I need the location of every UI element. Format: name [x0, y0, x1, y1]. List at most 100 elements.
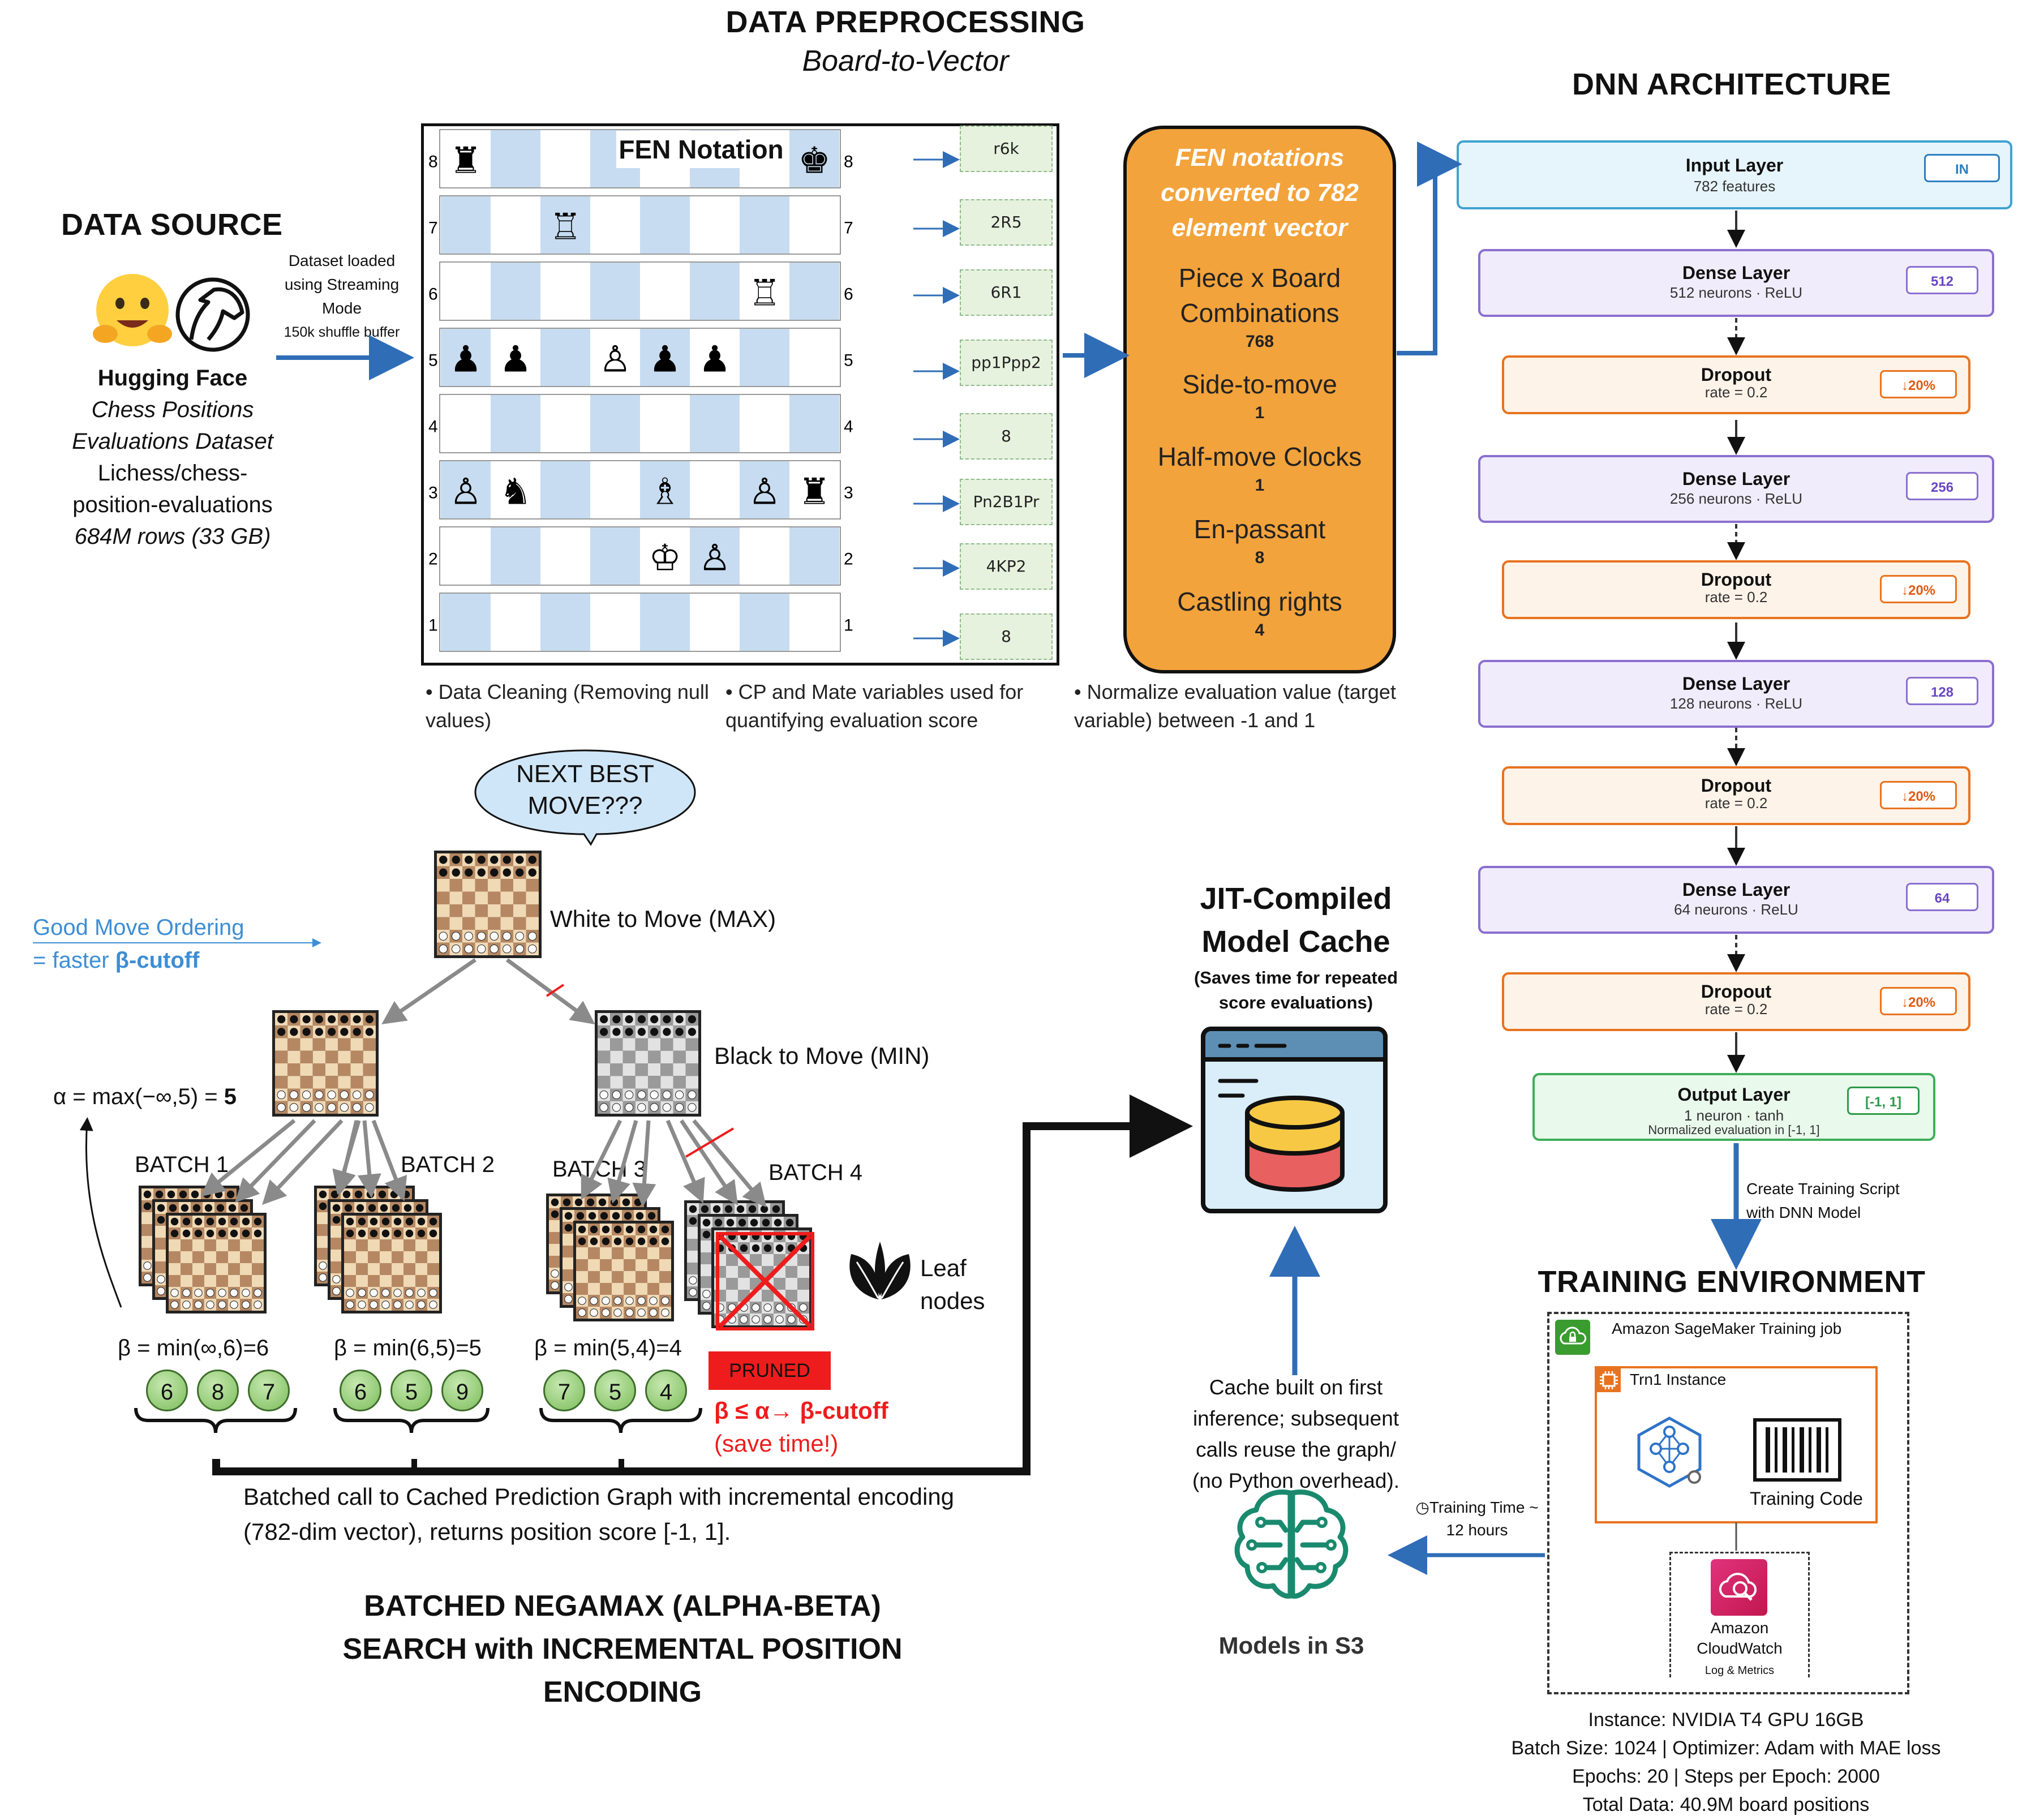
- horse-icon: [175, 277, 250, 352]
- layer-title: Dropout: [1701, 364, 1772, 385]
- layer-badge: ↓20%: [1880, 575, 1957, 603]
- chip-icon: [1597, 1368, 1621, 1392]
- chess-piece: ♟: [649, 339, 681, 380]
- board-square-dark: [540, 329, 590, 386]
- leaf-nodes-label: Leaf nodes: [920, 1255, 985, 1314]
- cut-mark: [685, 1127, 735, 1158]
- batch-board-1: [139, 1186, 239, 1286]
- layer-subtitle: 256 neurons · ReLU: [1669, 490, 1803, 507]
- alpha-label: α = max(−∞,5) = 5: [53, 1084, 237, 1109]
- layer-badge: 64: [1906, 883, 1978, 911]
- rank-label: 6: [428, 285, 438, 304]
- layer-subtitle: rate = 0.2: [1704, 589, 1768, 606]
- score-brace: [134, 1407, 297, 1433]
- output-layer: Output Layer 1 neuron · tanh Normalized …: [1532, 1073, 1935, 1141]
- pruned-batch-board: [698, 1214, 798, 1315]
- neural-network-icon: [1632, 1415, 1707, 1491]
- trn1-instance-box: Trn1 Instance Training Code: [1595, 1366, 1878, 1523]
- vector-item-side-to-move: Side-to-move 1: [1182, 370, 1337, 422]
- leaf-score-circle: 4: [645, 1370, 687, 1411]
- board-square-dark: [491, 527, 540, 585]
- bullet-data-cleaning: • Data Cleaning (Removing null values): [426, 680, 709, 732]
- layer-subtitle: rate = 0.2: [1704, 795, 1768, 812]
- beta-2-label: β = min(6,5)=5: [334, 1336, 482, 1360]
- board-square-dark: [540, 594, 590, 651]
- alpha-propagation-arrow: [79, 1117, 122, 1308]
- chess-piece: ♟: [449, 339, 482, 380]
- leaf-score-circle: 8: [197, 1370, 239, 1411]
- dnn-title: DNN ARCHITECTURE: [1572, 67, 1891, 101]
- next-move-bubble: NEXT BEST MOVE???: [472, 746, 698, 849]
- vector-box-title: FEN notations converted to 782 element v…: [1161, 144, 1359, 242]
- board-square-dark: [540, 196, 590, 254]
- cloud-lock-icon: [1555, 1320, 1590, 1355]
- pruned-badge: PRUNED: [709, 1351, 831, 1390]
- fen-string-label: pp1Ppp2: [960, 340, 1053, 386]
- leaf-score-circle: 6: [146, 1370, 188, 1411]
- fen-string-label: r6k: [960, 126, 1053, 172]
- hugging-face-icon: [93, 274, 172, 346]
- chess-piece: ♖: [748, 273, 780, 314]
- layer-title: Dropout: [1701, 569, 1772, 590]
- trn1-label: Trn1 Instance: [1630, 1371, 1727, 1388]
- rank-label: 7: [428, 219, 438, 238]
- score-brace: [539, 1407, 702, 1433]
- clock-icon: ◷: [1415, 1498, 1429, 1517]
- rank-label: 6: [844, 285, 853, 304]
- batch-1-label: BATCH 1: [135, 1152, 229, 1177]
- rank-label: 1: [844, 616, 853, 635]
- layer-title: Dense Layer: [1682, 879, 1791, 900]
- log-metrics-label: Log & Metrics: [1671, 1664, 1808, 1677]
- board-square-dark: [491, 130, 540, 187]
- chess-piece: ♜: [449, 140, 482, 181]
- rank-label: 8: [428, 153, 438, 171]
- vector-item-castling: Castling rights 4: [1177, 587, 1342, 639]
- rank-label: 2: [844, 550, 853, 569]
- vector-item-half-move: Half-move Clocks 1: [1157, 442, 1362, 495]
- batch-board-3: [546, 1194, 647, 1294]
- batch-board-3: [560, 1207, 660, 1308]
- score-brace: [333, 1407, 490, 1433]
- training-script-label: Create Training Script with DNN Model: [1746, 1180, 1900, 1221]
- rank-label: 2: [428, 550, 438, 569]
- tree-edge: [357, 1120, 381, 1198]
- board-square-dark: [441, 196, 491, 254]
- chess-piece: ♖: [549, 207, 581, 247]
- streaming-arrow-label: Dataset loaded using Streaming Mode 150k…: [284, 252, 400, 340]
- layer-badge: 128: [1906, 677, 1978, 705]
- bullet-cp-mate: • CP and Mate variables used for quantif…: [725, 680, 1024, 732]
- sagemaker-box: Amazon SageMaker Training job Trn1 Insta…: [1547, 1312, 1909, 1694]
- chess-piece: ♙: [698, 538, 731, 578]
- tree-edge: [332, 1120, 361, 1195]
- dataset-description: Hugging Face Chess Positions Evaluations…: [34, 362, 311, 552]
- cache-description: Cache built on first inference; subseque…: [1192, 1376, 1400, 1492]
- jit-cache-title: JIT-Compiled Model Cache: [1200, 882, 1392, 959]
- fen-string-label: Pn2B1Pr: [960, 479, 1053, 525]
- board-square-dark: [789, 527, 839, 585]
- rank-label: 1: [428, 616, 438, 635]
- board-square-dark: [789, 263, 839, 320]
- board-square-dark: [640, 594, 690, 651]
- rank-label: 5: [844, 351, 853, 370]
- fen-string-label: 6R1: [960, 269, 1053, 316]
- board-square-dark: [789, 395, 839, 452]
- tree-edge: [262, 1119, 344, 1205]
- training-specs: Instance: NVIDIA T4 GPU 16GB Batch Size:…: [1511, 1709, 1941, 1815]
- pruned-batch-board: [711, 1227, 812, 1328]
- vector-item-piece-board: Piece x Board Combinations 768: [1178, 263, 1341, 351]
- layer-subtitle: rate = 0.2: [1704, 1001, 1768, 1018]
- board-square-dark: [690, 263, 740, 320]
- preprocessing-subtitle: Board-to-Vector: [802, 45, 1009, 78]
- brain-icon: [1229, 1483, 1354, 1610]
- fen-notation-title: FEN Notation: [619, 135, 784, 164]
- layer-title: Dense Layer: [1682, 673, 1791, 694]
- fen-string-label: 2R5: [960, 199, 1053, 246]
- tree-edge: [680, 1119, 738, 1205]
